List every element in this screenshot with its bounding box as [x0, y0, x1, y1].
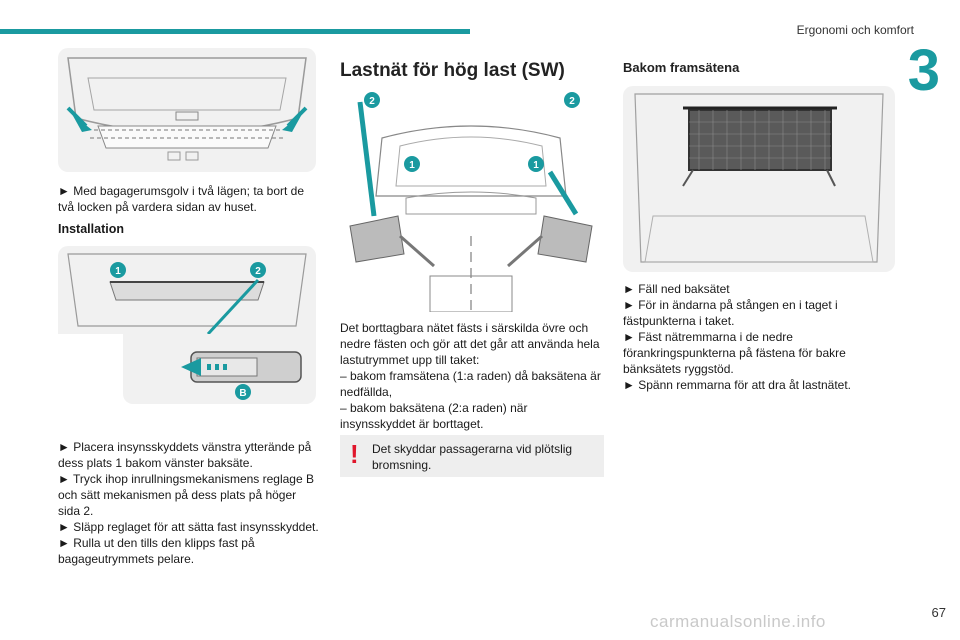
cargo-net-intro: Det borttagbara nätet fästs i särskilda … — [340, 321, 600, 367]
step-4: ► Rulla ut den tills den klipps fast på … — [58, 536, 255, 566]
figure-behind-front-seats — [623, 86, 895, 272]
intro-text: ► Med bagagerumsgolv i två lägen; ta bor… — [58, 184, 305, 214]
figure-installation: 1 2 — [58, 246, 316, 334]
figure-trunk-cover — [58, 48, 316, 172]
rs-step-3: ► Fäst nätremmarna i de nedre förankring… — [623, 330, 846, 376]
cargo-net-body: Det borttagbara nätet fästs i särskilda … — [340, 320, 606, 432]
rs-step-4: ► Spänn remmarna för att dra åt lastnäte… — [623, 378, 851, 392]
badge-b: B — [239, 388, 246, 399]
section-title: Ergonomi och komfort — [796, 23, 914, 37]
cargo-net-item-2: – bakom baksätena (2:a raden) när insyns… — [340, 401, 528, 431]
badge-1: 1 — [115, 266, 121, 277]
net-badge-2-left: 2 — [369, 96, 375, 107]
cargo-net-heading: Lastnät för hög last (SW) — [340, 60, 565, 81]
installation-heading-text: Installation — [58, 222, 124, 236]
rs-step-2: ► För in ändarna på stången en i taget i… — [623, 298, 838, 328]
figure-cargo-net: 2 2 1 1 — [340, 86, 602, 312]
installation-heading: Installation — [58, 221, 320, 237]
left-intro: ► Med bagagerumsgolv i två lägen; ta bor… — [58, 183, 320, 215]
net-badge-1-left: 1 — [409, 160, 415, 171]
rs-step-1: ► Fäll ned baksätet — [623, 282, 730, 296]
right-steps: ► Fäll ned baksätet ► För in ändarna på … — [623, 281, 895, 393]
page-number: 67 — [931, 605, 946, 620]
figure-mechanism-detail: B — [123, 334, 316, 404]
watermark-text: carmanualsonline.info — [650, 612, 826, 631]
net-badge-1-right: 1 — [533, 160, 539, 171]
badge-2: 2 — [255, 266, 261, 277]
left-steps: ► Placera insynsskyddets vänstra ytterän… — [58, 439, 320, 567]
step-3: ► Släpp reglaget för att sätta fast insy… — [58, 520, 319, 534]
warning-icon: ! — [350, 439, 359, 469]
net-badge-2-right: 2 — [569, 96, 575, 107]
cargo-net-item-1: – bakom framsätena (1:a raden) då baksät… — [340, 369, 601, 399]
front-seats-heading: Bakom framsätena — [623, 60, 740, 75]
chapter-number: 3 — [907, 38, 940, 103]
step-1: ► Placera insynsskyddets vänstra ytterän… — [58, 440, 312, 470]
warning-callout: ! Det skyddar passagerarna vid plötslig … — [340, 435, 604, 477]
step-2: ► Tryck ihop inrullningsmekanismens regl… — [58, 472, 314, 518]
warning-text: Det skyddar passagerarna vid plötslig br… — [372, 442, 573, 472]
header-accent-bar — [0, 29, 470, 34]
